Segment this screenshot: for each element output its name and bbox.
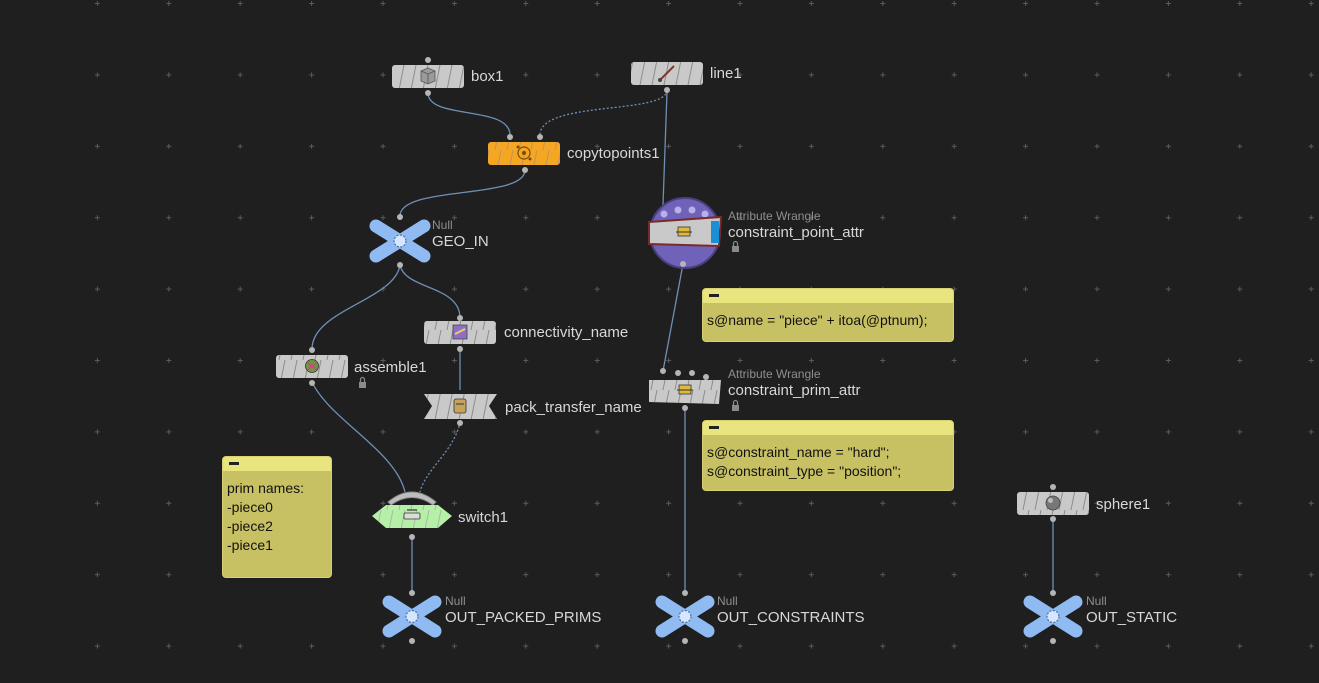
node-geo-in[interactable]: Null GEO_IN: [369, 214, 489, 268]
wire-assemble1-switch1[interactable]: [311, 381, 406, 493]
minimize-icon[interactable]: [229, 462, 239, 465]
node-sphere1[interactable]: sphere1: [1017, 484, 1150, 522]
minimize-icon[interactable]: [709, 294, 719, 297]
node-switch1[interactable]: switch1: [372, 491, 508, 540]
node-type: Null: [1086, 594, 1107, 608]
node-box1[interactable]: box1: [392, 57, 504, 96]
wrangle-icon: [676, 226, 692, 237]
lock-icon: [359, 376, 366, 388]
null-icon: [369, 219, 431, 263]
node-connectivity-name[interactable]: connectivity_name: [424, 315, 628, 352]
line-icon: [658, 65, 675, 82]
node-line1[interactable]: line1: [631, 62, 742, 93]
node-type: Null: [717, 594, 738, 608]
box-icon: [420, 67, 436, 85]
wire-geoin-assemble1[interactable]: [311, 264, 401, 350]
sphere-icon: [1045, 495, 1061, 511]
node-type: Null: [445, 594, 466, 608]
switch-icon: [403, 509, 421, 520]
wires: [311, 89, 1054, 592]
wire-line1-copytopoints1[interactable]: [539, 89, 668, 136]
node-name: connectivity_name: [504, 324, 628, 341]
node-name: box1: [471, 68, 504, 85]
minimize-icon[interactable]: [709, 426, 719, 429]
node-name: switch1: [458, 509, 508, 526]
node-name: pack_transfer_name: [505, 399, 642, 416]
null-icon: [382, 595, 442, 638]
node-name: OUT_CONSTRAINTS: [717, 609, 865, 626]
node-type: Attribute Wrangle: [728, 367, 821, 381]
lock-icon: [732, 399, 739, 411]
wire-geoin-connectivity[interactable]: [399, 264, 461, 319]
wire-copytopoints1-geoin[interactable]: [399, 169, 526, 217]
sticky-note-prim-code[interactable]: s@constraint_name = "hard"; s@constraint…: [702, 420, 954, 491]
node-name: OUT_PACKED_PRIMS: [445, 609, 601, 626]
node-name: constraint_prim_attr: [728, 382, 861, 399]
sticky-text[interactable]: s@constraint_name = "hard"; s@constraint…: [707, 444, 902, 479]
node-constraint-point-attr[interactable]: Attribute Wrangle constraint_point_attr: [648, 197, 864, 269]
node-type: Attribute Wrangle: [728, 209, 821, 223]
sticky-header[interactable]: [703, 289, 953, 303]
node-name: assemble1: [354, 359, 427, 376]
sticky-text[interactable]: s@name = "piece" + itoa(@ptnum);: [707, 312, 928, 328]
sticky-text[interactable]: prim names: -piece0 -piece2 -piece1: [227, 480, 305, 553]
null-icon: [1023, 595, 1083, 638]
node-type: Null: [432, 218, 453, 232]
node-pack-transfer-name[interactable]: pack_transfer_name: [424, 394, 642, 426]
wrangle-icon: [677, 384, 693, 395]
grid-background: [70, 0, 1319, 683]
lock-icon: [732, 240, 739, 252]
node-out-static[interactable]: Null OUT_STATIC: [1023, 590, 1177, 644]
node-out-constraints[interactable]: Null OUT_CONSTRAINTS: [655, 590, 865, 644]
wire-box1-copytopoints1[interactable]: [427, 92, 511, 136]
null-icon: [655, 595, 715, 638]
copy-to-points-icon: [516, 145, 532, 161]
pack-icon: [453, 398, 467, 414]
node-assemble1[interactable]: assemble1: [276, 347, 427, 388]
sticky-header[interactable]: [223, 457, 331, 471]
node-name: constraint_point_attr: [728, 224, 864, 241]
node-constraint-prim-attr[interactable]: Attribute Wrangle constraint_prim_attr: [649, 367, 861, 411]
node-out-packed-prims[interactable]: Null OUT_PACKED_PRIMS: [382, 590, 601, 644]
node-name: sphere1: [1096, 496, 1150, 513]
wire-line1-pointattr[interactable]: [662, 91, 668, 206]
node-copytopoints1[interactable]: copytopoints1: [488, 134, 660, 173]
sticky-header[interactable]: [703, 421, 953, 435]
node-name: copytopoints1: [567, 145, 660, 162]
wire-pointattr-primattr[interactable]: [662, 263, 684, 372]
sticky-note-point-code[interactable]: s@name = "piece" + itoa(@ptnum);: [702, 288, 954, 342]
node-name: GEO_IN: [432, 233, 489, 250]
wire-pack-switch1[interactable]: [419, 421, 461, 493]
node-name: line1: [710, 65, 742, 82]
connectivity-icon: [452, 324, 468, 340]
node-name: OUT_STATIC: [1086, 609, 1177, 626]
sticky-note-prim-names[interactable]: prim names: -piece0 -piece2 -piece1: [222, 456, 332, 578]
assemble-icon: [305, 359, 319, 373]
